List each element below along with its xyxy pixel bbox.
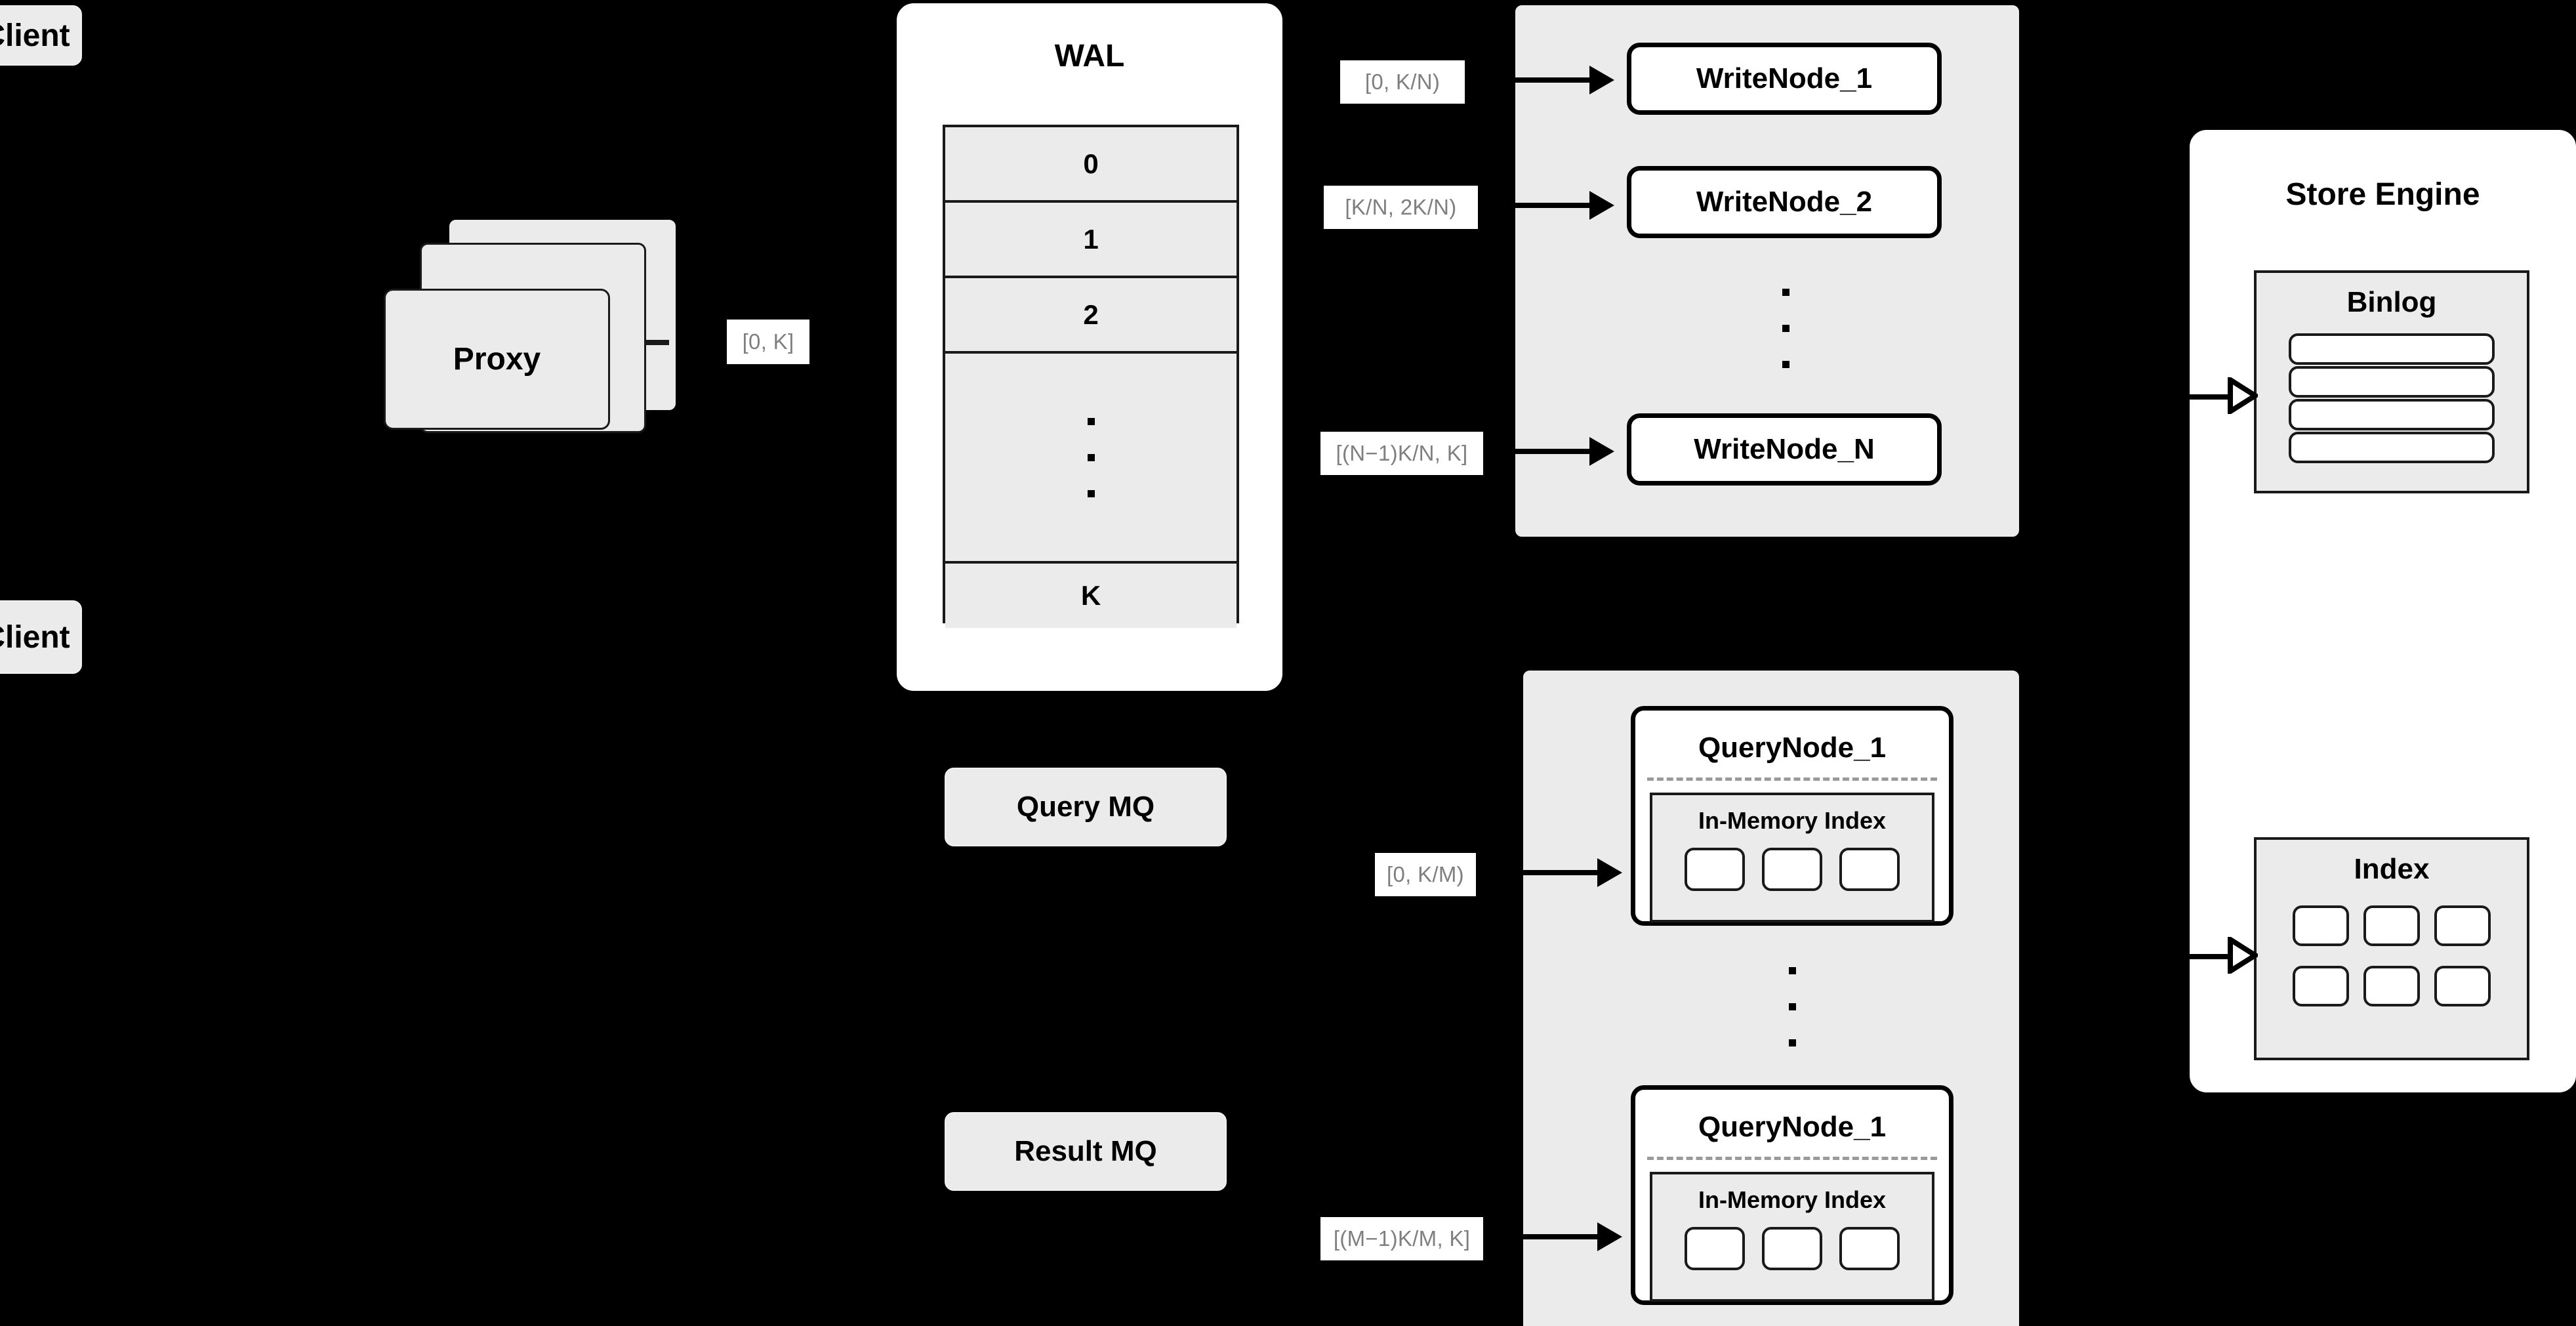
query-node-1-label-wrap: QueryNode_1 xyxy=(1698,732,1887,764)
wal-table: 0 1 2 K xyxy=(943,125,1239,628)
query-mq-label: Query MQ xyxy=(1016,791,1155,823)
proxy-connector-nub xyxy=(646,340,669,345)
query-node-2-index-slot-row xyxy=(1652,1227,1932,1270)
arrow-head-to-write-node-n xyxy=(1589,437,1614,466)
arrow-line-to-index xyxy=(2188,954,2230,959)
write-node-1[interactable]: WriteNode_1 xyxy=(1627,43,1942,115)
binlog-slot[interactable] xyxy=(2289,366,2495,398)
range-label-write-node-1: [0, K/N) xyxy=(1340,60,1465,104)
index-slot[interactable] xyxy=(2363,966,2420,1006)
client-box-1[interactable]: Client xyxy=(0,5,82,66)
binlog-panel: Binlog xyxy=(2254,270,2529,493)
query-node-1[interactable]: QueryNode_1 In-Memory Index xyxy=(1631,706,1953,926)
index-slot[interactable] xyxy=(1839,848,1900,891)
range-label-write-node-2: [K/N, 2K/N) xyxy=(1324,186,1478,229)
vertical-ellipsis-icon xyxy=(1087,404,1095,512)
wal-row: 0 xyxy=(945,127,1237,203)
index-slot[interactable] xyxy=(2293,905,2349,946)
binlog-slot[interactable] xyxy=(2289,432,2495,463)
arrow-line-to-write-node-n xyxy=(1483,449,1589,454)
query-node-1-in-memory-index: In-Memory Index xyxy=(1650,793,1934,922)
binlog-slot[interactable] xyxy=(2289,399,2495,430)
query-node-1-divider xyxy=(1647,777,1937,781)
range-label-query-node-2: [(M−1)K/M, K] xyxy=(1320,1217,1483,1260)
wal-panel: WAL 0 1 2 K xyxy=(897,3,1282,691)
store-engine-title: Store Engine xyxy=(2285,176,2480,212)
index-slot[interactable] xyxy=(2363,905,2420,946)
write-cluster-ellipsis-icon xyxy=(1740,269,1831,387)
write-node-n-label: WriteNode_N xyxy=(1694,433,1875,465)
write-node-2[interactable]: WriteNode_2 xyxy=(1627,166,1942,238)
client-box-2[interactable]: Client xyxy=(0,600,82,674)
arrow-head-to-query-node-2 xyxy=(1597,1222,1622,1251)
index-slot[interactable] xyxy=(1762,848,1822,891)
query-node-2-index-title: In-Memory Index xyxy=(1698,1186,1887,1213)
index-slot-row xyxy=(2293,905,2491,946)
client-label-1: Client xyxy=(0,18,70,53)
index-slot[interactable] xyxy=(1685,848,1745,891)
arrow-line-to-write-node-2 xyxy=(1478,203,1589,208)
range-label-proxy-to-wal: [0, K] xyxy=(727,320,809,364)
arrow-line-to-write-node-1 xyxy=(1465,77,1589,83)
query-mq-box[interactable]: Query MQ xyxy=(945,768,1227,846)
wal-row: 1 xyxy=(945,203,1237,278)
index-slot-row xyxy=(2293,966,2491,1006)
store-engine-panel: Store Engine Binlog Index xyxy=(2190,130,2576,1092)
query-cluster-ellipsis-icon xyxy=(1746,947,1838,1066)
write-node-2-label: WriteNode_2 xyxy=(1696,186,1873,218)
proxy-label: Proxy xyxy=(453,342,541,377)
arrow-line-to-query-node-2 xyxy=(1483,1234,1597,1239)
query-node-1-index-title: In-Memory Index xyxy=(1698,807,1887,834)
range-label-query-node-1: [0, K/M) xyxy=(1375,853,1476,896)
index-slot[interactable] xyxy=(2434,966,2491,1006)
arrow-head-to-write-node-2 xyxy=(1589,191,1614,220)
proxy-card-front[interactable]: Proxy xyxy=(384,289,610,430)
binlog-slot-stack xyxy=(2257,333,2527,463)
write-node-n[interactable]: WriteNode_N xyxy=(1627,413,1942,486)
index-slot-grid xyxy=(2257,905,2527,1006)
query-node-2-divider xyxy=(1647,1157,1937,1160)
wal-row-ellipsis xyxy=(945,354,1237,564)
query-node-2-divider-wrap xyxy=(1635,1157,1949,1160)
index-title: Index xyxy=(2354,853,2430,885)
index-panel: Index xyxy=(2254,837,2529,1060)
write-node-1-label: WriteNode_1 xyxy=(1696,62,1873,94)
query-node-cluster: QueryNode_1 In-Memory Index xyxy=(1523,671,2019,1326)
result-mq-label: Result MQ xyxy=(1014,1135,1157,1167)
wal-row: K xyxy=(945,564,1237,628)
arrow-head-to-query-node-1 xyxy=(1597,858,1622,887)
result-mq-box[interactable]: Result MQ xyxy=(945,1112,1227,1191)
query-node-1-divider-wrap xyxy=(1635,777,1949,781)
arrow-line-to-binlog xyxy=(2188,394,2230,400)
wal-title: WAL xyxy=(1054,38,1125,73)
query-node-2-in-memory-index: In-Memory Index xyxy=(1650,1172,1934,1302)
index-slot[interactable] xyxy=(1762,1227,1822,1270)
arrow-line-to-query-node-1 xyxy=(1476,870,1597,875)
binlog-title: Binlog xyxy=(2346,286,2437,318)
index-slot[interactable] xyxy=(1839,1227,1900,1270)
query-node-2[interactable]: QueryNode_1 In-Memory Index xyxy=(1631,1085,1953,1305)
query-node-1-index-slot-row xyxy=(1652,848,1932,891)
range-label-write-node-n: [(N−1)K/N, K] xyxy=(1320,432,1483,475)
client-label-2: Client xyxy=(0,619,70,655)
index-slot[interactable] xyxy=(2293,966,2349,1006)
index-slot[interactable] xyxy=(1685,1227,1745,1270)
arrow-head-to-write-node-1 xyxy=(1589,66,1614,94)
index-slot[interactable] xyxy=(2434,905,2491,946)
binlog-slot[interactable] xyxy=(2289,333,2495,365)
wal-row: 2 xyxy=(945,278,1237,354)
query-node-2-label-wrap: QueryNode_1 xyxy=(1698,1111,1887,1143)
